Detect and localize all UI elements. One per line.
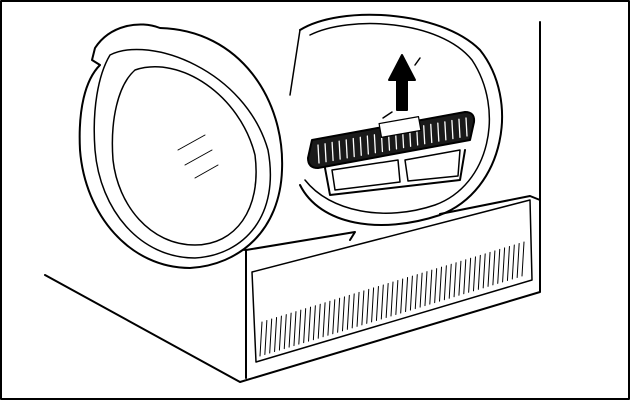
vent-slot (419, 272, 423, 308)
dryer-door (78, 23, 284, 269)
vent-slot (332, 299, 336, 335)
vent-slot (400, 278, 404, 314)
vent-slot (511, 244, 515, 280)
vent-slot (521, 241, 525, 277)
vent-slot (405, 277, 409, 313)
vent-slot (308, 306, 312, 342)
vent-slot (361, 290, 365, 326)
vent-slot (477, 254, 481, 290)
vent-slot (458, 260, 462, 296)
vent-slot (448, 263, 452, 299)
vent-slot (356, 291, 360, 327)
vent-slot (424, 271, 428, 307)
vent-slot (298, 309, 302, 345)
filter-ridge (345, 139, 348, 159)
vent-slot (409, 275, 413, 311)
filter-ridge (373, 134, 377, 154)
vent-slot (366, 288, 370, 324)
vent-slot (487, 251, 491, 287)
vent-slot (390, 281, 394, 317)
vent-slot (264, 320, 268, 356)
filter-ridge (465, 117, 468, 137)
vent-slot (395, 280, 399, 316)
vent-slot (502, 247, 506, 283)
filter-ridge (437, 122, 440, 142)
vent-slot (269, 318, 273, 354)
filter-ridge (451, 119, 454, 140)
filter-ridge (444, 121, 447, 141)
up-arrow-icon (382, 54, 421, 119)
vent-slot (337, 297, 341, 333)
vent-slot (380, 284, 384, 320)
vent-slot (468, 257, 472, 293)
filter-ridge (338, 140, 341, 160)
vent-slot (497, 248, 501, 284)
filter-ridge (331, 141, 334, 162)
vent-slot (453, 262, 457, 298)
vent-slot (414, 274, 418, 310)
vent-slot (434, 268, 438, 304)
vent-slot (293, 311, 297, 347)
vent-slot (288, 312, 292, 348)
vent-slot (385, 282, 389, 318)
filter-ridge (317, 144, 320, 164)
filter-ridge (324, 143, 327, 163)
vent-slot (278, 315, 282, 351)
vent-slot (351, 293, 355, 329)
vent-slot (463, 259, 467, 295)
vent-slot (472, 256, 476, 292)
vent-slot (341, 296, 345, 332)
vent-slot (303, 308, 307, 344)
vent-slot (371, 287, 375, 323)
vent-slot (346, 294, 350, 330)
vent-slot (259, 321, 263, 357)
filter-ridge (352, 137, 355, 158)
lint-filter (307, 111, 476, 196)
vent-slot (439, 266, 443, 302)
vent-slot (274, 317, 278, 353)
filter-ridge (359, 136, 362, 156)
vent-slot (322, 302, 326, 338)
vent-slot (516, 242, 520, 278)
vent-slot (482, 253, 486, 289)
drum-opening (289, 13, 503, 226)
vent-slot (312, 305, 316, 341)
vent-slot (443, 265, 447, 301)
vent-panel (251, 199, 533, 363)
vent-slot (375, 285, 379, 321)
filter-ridge (423, 125, 426, 145)
filter-ridge (458, 118, 461, 138)
vent-slot (429, 269, 433, 305)
vent-slot (506, 245, 510, 281)
filter-ridge (430, 123, 433, 144)
vent-slot (317, 303, 321, 339)
vent-slot (283, 314, 287, 350)
vent-slot (492, 250, 496, 286)
vent-slot (327, 300, 331, 336)
filter-ridge (366, 135, 369, 155)
